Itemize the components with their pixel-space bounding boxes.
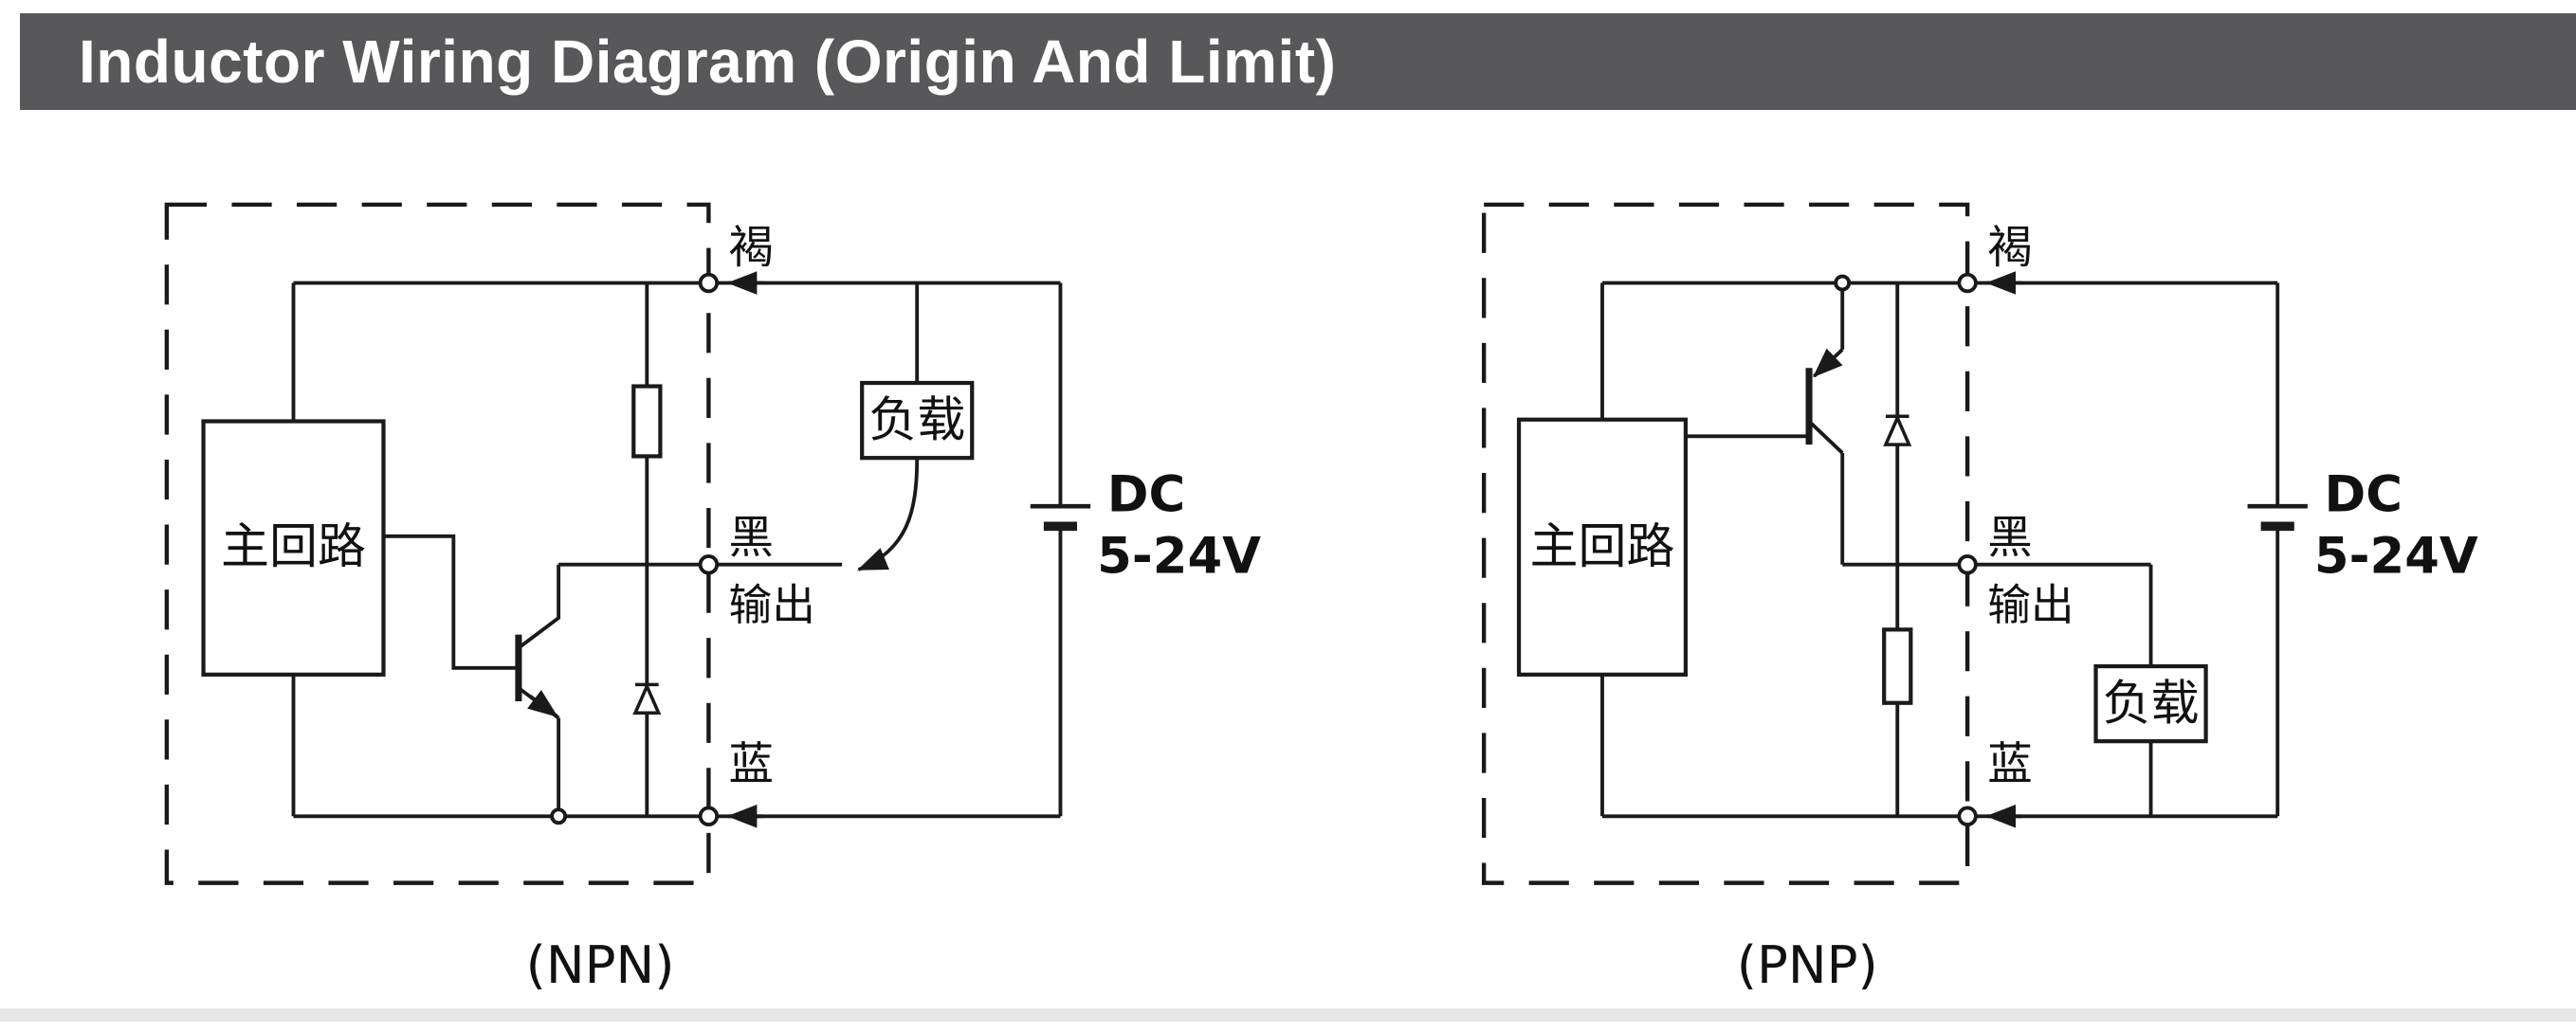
header-bar: Inductor Wiring Diagram (Origin And Limi… xyxy=(20,13,2576,110)
npn-transistor xyxy=(519,635,557,716)
caption-npn: (NPN) xyxy=(526,934,675,995)
wire-label-output: 输出 xyxy=(1987,580,2074,630)
terminal-brown xyxy=(701,275,718,292)
page-title: Inductor Wiring Diagram (Origin And Limi… xyxy=(79,27,1336,97)
wire-label-black: 黑 xyxy=(728,512,773,564)
main-circuit-label: 主回路 xyxy=(221,519,366,575)
pnp-diagram: 主回路 负载 褐 黑 输出 蓝 DC 5-24V (PNP) xyxy=(1484,205,2478,995)
transistor-emitter-arrow xyxy=(530,697,557,716)
junction-node xyxy=(552,809,565,823)
wire-collector xyxy=(1809,422,1842,565)
supply-label-voltage: 5-24V xyxy=(2314,528,2478,586)
diode-triangle xyxy=(635,686,659,713)
wire-collector xyxy=(519,565,558,648)
npn-wires xyxy=(294,283,1061,817)
terminal-brown xyxy=(1959,275,1976,292)
load-label: 负载 xyxy=(868,392,965,448)
junction-node xyxy=(1836,277,1849,290)
pnp-transistor xyxy=(1809,350,1842,444)
resistor xyxy=(633,387,660,457)
wire-label-brown: 褐 xyxy=(1987,222,2032,274)
npn-diagram: 主回路 负载 褐 黑 输出 蓝 DC 5-24V (NPN) xyxy=(167,205,1261,995)
zener-diode xyxy=(635,684,659,713)
wire-label-blue: 蓝 xyxy=(728,739,773,791)
wire-label-blue: 蓝 xyxy=(1987,739,2032,791)
terminal-blue xyxy=(1959,807,1976,825)
supply-label-dc: DC xyxy=(1107,465,1186,523)
caption-pnp: (PNP) xyxy=(1737,934,1878,995)
supply-label-voltage: 5-24V xyxy=(1097,528,1261,586)
terminal-black xyxy=(1959,556,1976,573)
wire-label-brown: 褐 xyxy=(728,222,773,274)
bottom-strip xyxy=(0,1008,2576,1022)
terminal-black xyxy=(701,556,718,573)
zener-diode xyxy=(1886,416,1909,444)
diode-triangle xyxy=(1886,418,1909,444)
transistor-emitter-arrow xyxy=(1814,350,1842,376)
wiring-diagram-canvas: 主回路 负载 褐 黑 输出 蓝 DC 5-24V (NPN) xyxy=(0,100,2576,1033)
wire-label-output: 输出 xyxy=(728,580,814,630)
terminal-blue xyxy=(701,807,718,825)
main-circuit-label: 主回路 xyxy=(1530,519,1675,575)
load-label: 负载 xyxy=(2103,676,2200,732)
wire-emitter xyxy=(519,688,558,816)
battery-symbol xyxy=(2248,506,2308,526)
wire-base xyxy=(383,536,518,668)
supply-label-dc: DC xyxy=(2324,465,2402,523)
battery-symbol xyxy=(1031,506,1090,526)
resistor xyxy=(1884,629,1910,702)
load-arrow xyxy=(859,458,918,570)
wire-label-black: 黑 xyxy=(1987,512,2032,564)
